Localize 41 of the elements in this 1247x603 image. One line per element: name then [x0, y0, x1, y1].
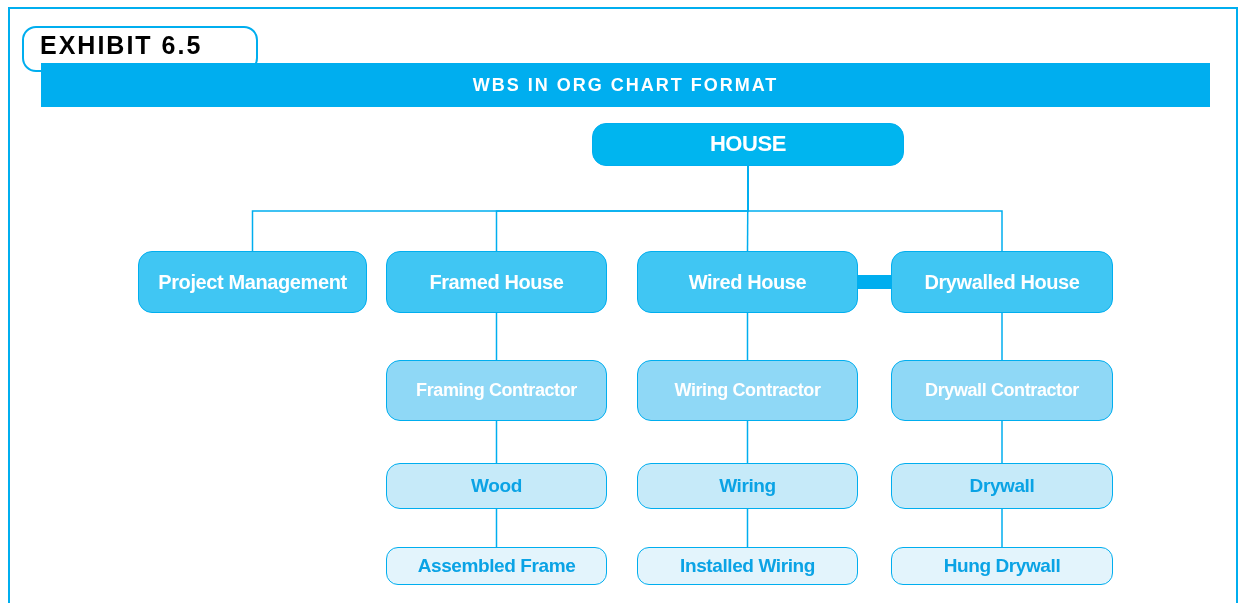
- connector-line: [1001, 312, 1003, 361]
- wbs-box: [637, 463, 858, 509]
- connector-line: [746, 420, 749, 464]
- box-label: Installed Wiring: [680, 555, 815, 577]
- box-label: Wiring: [719, 475, 776, 497]
- wbs-box: [386, 251, 607, 313]
- wbs-box: [637, 547, 858, 585]
- connector-line: [495, 508, 498, 548]
- wbs-box: [891, 463, 1113, 509]
- box-label: Framing Contractor: [416, 380, 577, 401]
- box-label: Wiring Contractor: [674, 380, 821, 401]
- connector-line: [746, 508, 749, 548]
- box-label: Hung Drywall: [943, 555, 1061, 577]
- box-label: HOUSE: [709, 132, 787, 157]
- connector-line: [495, 420, 498, 464]
- box-label: Drywall Contractor: [925, 380, 1079, 401]
- box-label: Wired House: [688, 271, 807, 293]
- title-bar: WBS IN ORG CHART FORMAT: [41, 63, 1210, 107]
- wbs-box: [891, 251, 1113, 313]
- connector-line: [1001, 420, 1003, 464]
- wbs-box: [386, 463, 607, 509]
- wbs-box: [386, 547, 607, 585]
- connector-line: [746, 312, 749, 361]
- box-label: Framed House: [429, 271, 564, 293]
- wbs-box: [592, 123, 904, 166]
- box-label: Project Management: [158, 271, 347, 293]
- connector-line: [747, 165, 1003, 252]
- wbs-box: [891, 360, 1113, 421]
- wbs-box: [637, 251, 858, 313]
- box-label: Assembled Frame: [417, 555, 576, 577]
- box-label: Drywalled House: [924, 271, 1080, 293]
- wbs-box: [138, 251, 367, 313]
- wbs-box: [891, 547, 1113, 585]
- connector-line: [1001, 508, 1003, 548]
- box-label: Wood: [471, 475, 522, 497]
- wbs-box: [637, 360, 858, 421]
- box-label: Drywall: [969, 475, 1035, 497]
- wbs-box: [386, 360, 607, 421]
- exhibit-number: EXHIBIT 6.5: [40, 30, 203, 60]
- connector-line: [495, 312, 498, 361]
- thick-connector: [858, 275, 891, 289]
